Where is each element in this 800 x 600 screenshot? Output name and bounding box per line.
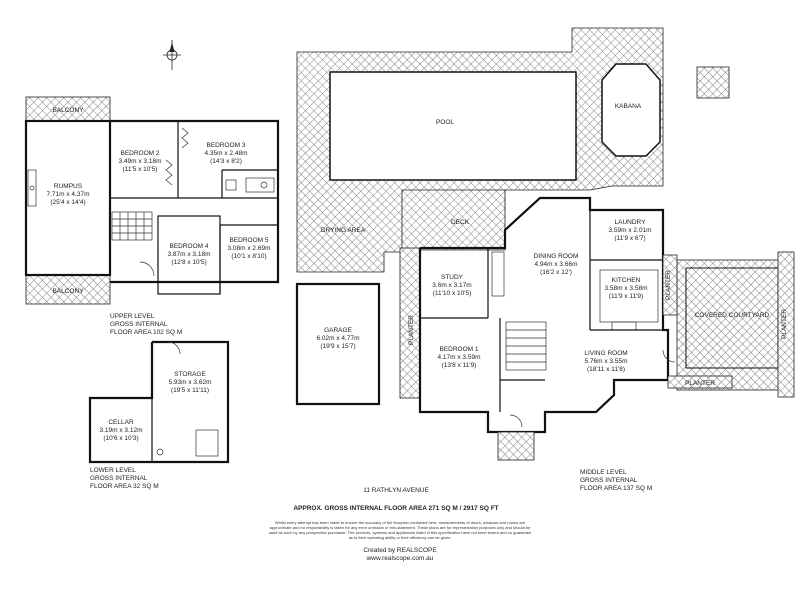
laundry-imperial: (11'9 x 6'7) [614,235,645,242]
laundry-name: LAUNDRY [615,219,647,226]
kitchen-metric: 3.58m x 3.58m [605,285,648,292]
upper-level-plan [24,96,280,305]
upper-caption-1: UPPER LEVEL [110,313,155,320]
rumpus-metric: 7.71m x 4.37m [47,191,90,198]
bedroom4-imperial: (12'8 x 10'5) [171,259,206,266]
living-metric: 5.76m x 3.55m [585,358,628,365]
balcony-bottom [25,274,111,305]
study-metric: 3.6m x 3.17m [432,282,471,289]
garage [295,282,381,406]
garage-metric: 6.02m x 4.77m [317,335,360,342]
bedroom5-imperial: (10'1 x 8'10) [231,253,266,260]
kabana [601,63,661,157]
pool [329,71,577,181]
bedroom2-imperial: (11'5 x 10'5) [123,166,158,173]
lower-level-plan [88,340,230,464]
address: 11 RATHLYN AVENUE [363,487,429,494]
middle-caption-1: MIDDLE LEVEL [580,469,627,476]
laundry-metric: 3.59m x 2.01m [609,227,652,234]
cellar-imperial: (10'6 x 10'3) [103,435,138,442]
kitchen-imperial: (11'9 x 11'9) [609,293,643,300]
bedroom3-metric: 4.35m x 2.48m [205,150,248,157]
storage-name: STORAGE [174,371,206,378]
upper-stair [111,211,153,241]
middle-level-plan [295,27,795,461]
compass-icon [163,40,181,70]
garage-name: GARAGE [324,327,352,334]
bedroom4-metric: 3.87m x 3.18m [168,251,211,258]
upper-caption-2: GROSS INTERNAL [110,321,168,328]
website: www.realscope.com.au [366,555,434,562]
dining-imperial: (16'2 x 12') [540,269,572,276]
courtyard-label: COVERED COURTYARD [695,312,770,319]
bedroom2-metric: 3.49m x 3.18m [119,158,162,165]
disclaimer-line-4: as to their operating ability or their e… [349,535,452,540]
disclaimer-line-2: approximate and no responsibility is tak… [270,525,532,530]
middle-stair [505,321,547,371]
planter-right-label: PLANTER [781,309,788,339]
planter-right [777,251,795,398]
upper-caption-3: FLOOR AREA 102 SQ M [110,329,182,336]
bedroom5-name: BEDROOM 5 [229,237,268,244]
bedroom3-imperial: (14'3 x 8'2) [210,158,242,165]
bedroom1-metric: 4.17m x 3.59m [438,354,481,361]
planter-bottom-label: PLANTER [685,380,715,387]
rumpus-imperial: (25'4 x 14'4) [50,199,85,206]
bedroom1-imperial: (13'8 x 11'9) [442,362,477,369]
balcony-top [25,96,111,122]
bedroom3-name: BEDROOM 3 [206,142,245,149]
study-imperial: (11'10 x 10'5) [433,290,472,297]
middle-caption-2: GROSS INTERNAL [580,477,638,484]
cellar-name: CELLAR [108,419,134,426]
hatched-patch [696,66,730,99]
bedroom4-name: BEDROOM 4 [169,243,208,250]
bedroom2-name: BEDROOM 2 [120,150,159,157]
garage-imperial: (19'9 x 15'7) [320,343,355,350]
kabana-label: KABANA [615,103,642,110]
middle-caption-3: FLOOR AREA 137 SQ M [580,485,652,492]
planter-left-label: PLANTER [408,315,415,345]
rumpus-room [24,119,112,277]
living-name: LIVING ROOM [584,350,627,357]
dining-metric: 4.94m x 3.66m [535,261,578,268]
total-area: APPROX. GROSS INTERNAL FLOOR AREA 271 SQ… [293,505,498,512]
lower-caption-2: GROSS INTERNAL [90,475,148,482]
disclaimer-line-1: Whilst every attempt has been made to en… [275,520,526,525]
rumpus-name: RUMPUS [54,183,83,190]
planter-bottom [667,375,733,389]
storage-imperial: (19'5 x 11'11) [171,387,209,394]
balcony-bottom-label: BALCONY [52,288,84,295]
living-imperial: (18'11 x 11'8) [587,366,625,373]
created-by: Created by REALSCOPE [363,547,437,554]
bedroom5-metric: 3.08m x 2.69m [228,245,271,252]
planter-kitchen-label: PLANTER [665,270,672,300]
deck-label: DECK [451,219,470,226]
storage-metric: 5.93m x 3.62m [169,379,212,386]
balcony-top-label: BALCONY [52,107,84,114]
lower-caption-1: LOWER LEVEL [90,467,136,474]
kitchen-name: KITCHEN [612,277,641,284]
drying-area-label: DRYING AREA [321,227,366,234]
front-entry [497,431,535,461]
dining-name: DINING ROOM [534,253,579,260]
bedroom1-name: BEDROOM 1 [439,346,478,353]
disclaimer-line-3: used as such by any prospective purchase… [269,530,532,535]
pool-label: POOL [436,119,454,126]
cellar-metric: 3.19m x 3.12m [100,427,143,434]
planter-kitchen [662,254,678,316]
lower-caption-3: FLOOR AREA 32 SQ M [90,483,159,490]
study-name: STUDY [441,274,464,281]
